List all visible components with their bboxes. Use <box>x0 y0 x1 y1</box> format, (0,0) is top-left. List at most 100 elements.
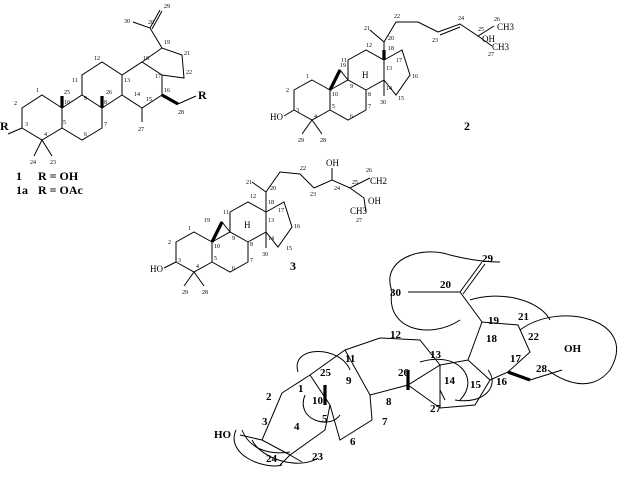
c1-atom-27: 27 <box>138 127 144 133</box>
c1-atom-16: 16 <box>164 88 170 94</box>
hmbc-atom-8: 8 <box>386 396 392 408</box>
hmbc-hydroxyl-28: OH <box>564 343 582 355</box>
c1-r-group-left: R <box>0 119 9 133</box>
c3-atom-24: 24 <box>334 186 340 192</box>
c3-atom-27: 27 <box>356 218 362 224</box>
c1-atom-30: 30 <box>124 19 130 25</box>
c2-methyl-27: CH3 <box>492 42 510 52</box>
hmbc-atom-27: 27 <box>430 403 442 415</box>
c3-methyl: CH3 <box>350 206 368 216</box>
c2-atom-15: 15 <box>398 96 404 102</box>
c3-atom-21: 21 <box>246 180 252 186</box>
hmbc-atom-25: 25 <box>320 367 332 379</box>
c3-atom-5: 5 <box>214 256 217 262</box>
c3-atom-28: 28 <box>202 290 208 296</box>
c3-atom-14: 14 <box>268 236 274 242</box>
c3-atom-29: 29 <box>182 290 188 296</box>
c3-hydroxyl-24: OH <box>326 158 339 168</box>
c2-atom-7: 7 <box>368 104 371 110</box>
c1-atom-12: 12 <box>94 56 100 62</box>
c3-atom-9: 9 <box>232 236 235 242</box>
hmbc-atom-24: 24 <box>266 453 278 465</box>
c1-atom-7: 7 <box>104 122 107 128</box>
c2-hydroxyl-25: OH <box>482 34 495 44</box>
c2-h8: H <box>362 70 369 80</box>
c1-atom-20: 20 <box>148 20 154 26</box>
c1-atom-11: 11 <box>72 78 78 84</box>
c3-atom-8: 8 <box>250 242 253 248</box>
hmbc-atom-10: 10 <box>312 395 324 407</box>
c2-atom-17: 17 <box>396 58 402 64</box>
c3-atom-12: 12 <box>250 194 256 200</box>
c2-atom-5: 5 <box>332 104 335 110</box>
compound-2-structure <box>283 21 495 135</box>
compound-1-atom-numbers: 1 2 3 4 5 6 7 8 9 10 11 12 13 14 15 16 1… <box>14 4 192 166</box>
c2-atom-27: 27 <box>488 52 494 58</box>
c1-atom-22: 22 <box>186 70 192 76</box>
c1-r-definition: R = OH <box>38 169 79 183</box>
hmbc-atom-13: 13 <box>430 349 442 361</box>
c2-atom-21: 21 <box>364 26 370 32</box>
hmbc-diagram-structure <box>239 261 563 466</box>
compound-3-atom-numbers: 1 2 3 4 5 6 7 8 9 10 11 12 13 14 15 16 1… <box>168 166 372 296</box>
c1-atom-19: 19 <box>164 40 170 46</box>
hmbc-atom-15: 15 <box>470 379 482 391</box>
hmbc-atom-numbers: 1 2 3 4 5 6 7 8 9 10 11 12 13 14 15 16 1… <box>262 253 548 465</box>
hmbc-atom-5: 5 <box>322 413 328 425</box>
c1-atom-26: 26 <box>106 90 112 96</box>
hmbc-atom-6: 6 <box>350 436 356 448</box>
hmbc-atom-11: 11 <box>345 353 355 365</box>
c2-atom-11: 11 <box>341 58 347 64</box>
c2-atom-13: 13 <box>386 66 392 72</box>
hmbc-atom-9: 9 <box>346 375 352 387</box>
c3-atom-1: 1 <box>188 226 191 232</box>
c3-atom-15: 15 <box>286 246 292 252</box>
c3-atom-30: 30 <box>262 252 268 258</box>
c1-atom-29: 29 <box>164 4 170 10</box>
c1a-compound-number: 1a <box>16 183 28 197</box>
c3-atom-6: 6 <box>232 266 235 272</box>
hmbc-atom-16: 16 <box>496 376 508 388</box>
compound-1-structure <box>7 9 197 157</box>
c3-atom-11: 11 <box>223 210 229 216</box>
c2-atom-20: 20 <box>388 36 394 42</box>
hmbc-atom-18: 18 <box>486 333 498 345</box>
c2-atom-29: 29 <box>298 138 304 144</box>
c1-atom-21: 21 <box>184 51 190 57</box>
c2-atom-10: 10 <box>332 92 338 98</box>
c2-atom-8: 8 <box>368 92 371 98</box>
hmbc-atom-14: 14 <box>444 375 456 387</box>
c1-atom-23: 23 <box>50 160 56 166</box>
c2-atom-14: 14 <box>386 86 392 92</box>
c2-atom-6: 6 <box>350 114 353 120</box>
c1-atom-24: 24 <box>30 160 36 166</box>
c3-atom-7: 7 <box>250 258 253 264</box>
c1a-r-definition: R = OAc <box>38 183 84 197</box>
c3-atom-16: 16 <box>294 224 300 230</box>
c1-atom-14: 14 <box>134 92 140 98</box>
c1-atom-5: 5 <box>63 120 66 126</box>
c1-atom-17: 17 <box>155 74 161 80</box>
c1-atom-13: 13 <box>124 78 130 84</box>
c3-hydroxyl-25: OH <box>368 196 381 206</box>
hmbc-atom-21: 21 <box>518 311 529 323</box>
c3-atom-25: 25 <box>352 180 358 186</box>
c3-atom-19: 19 <box>204 218 210 224</box>
c2-atom-25: 25 <box>478 27 484 33</box>
c3-atom-26: 26 <box>366 168 372 174</box>
c2-atom-12: 12 <box>366 43 372 49</box>
c2-atom-30: 30 <box>380 100 386 106</box>
c1-atom-3: 3 <box>25 122 28 128</box>
c1-atom-2: 2 <box>14 101 17 107</box>
c2-atom-3: 3 <box>296 108 299 114</box>
c3-h8: H <box>244 220 251 230</box>
c3-atom-10: 10 <box>214 244 220 250</box>
c2-atom-23: 23 <box>432 38 438 44</box>
c2-compound-number: 2 <box>464 119 470 133</box>
hmbc-atom-12: 12 <box>390 329 402 341</box>
hmbc-atom-2: 2 <box>266 391 272 403</box>
hmbc-atom-7: 7 <box>382 416 388 428</box>
c3-atom-2: 2 <box>168 240 171 246</box>
c2-atom-18: 18 <box>388 46 394 52</box>
